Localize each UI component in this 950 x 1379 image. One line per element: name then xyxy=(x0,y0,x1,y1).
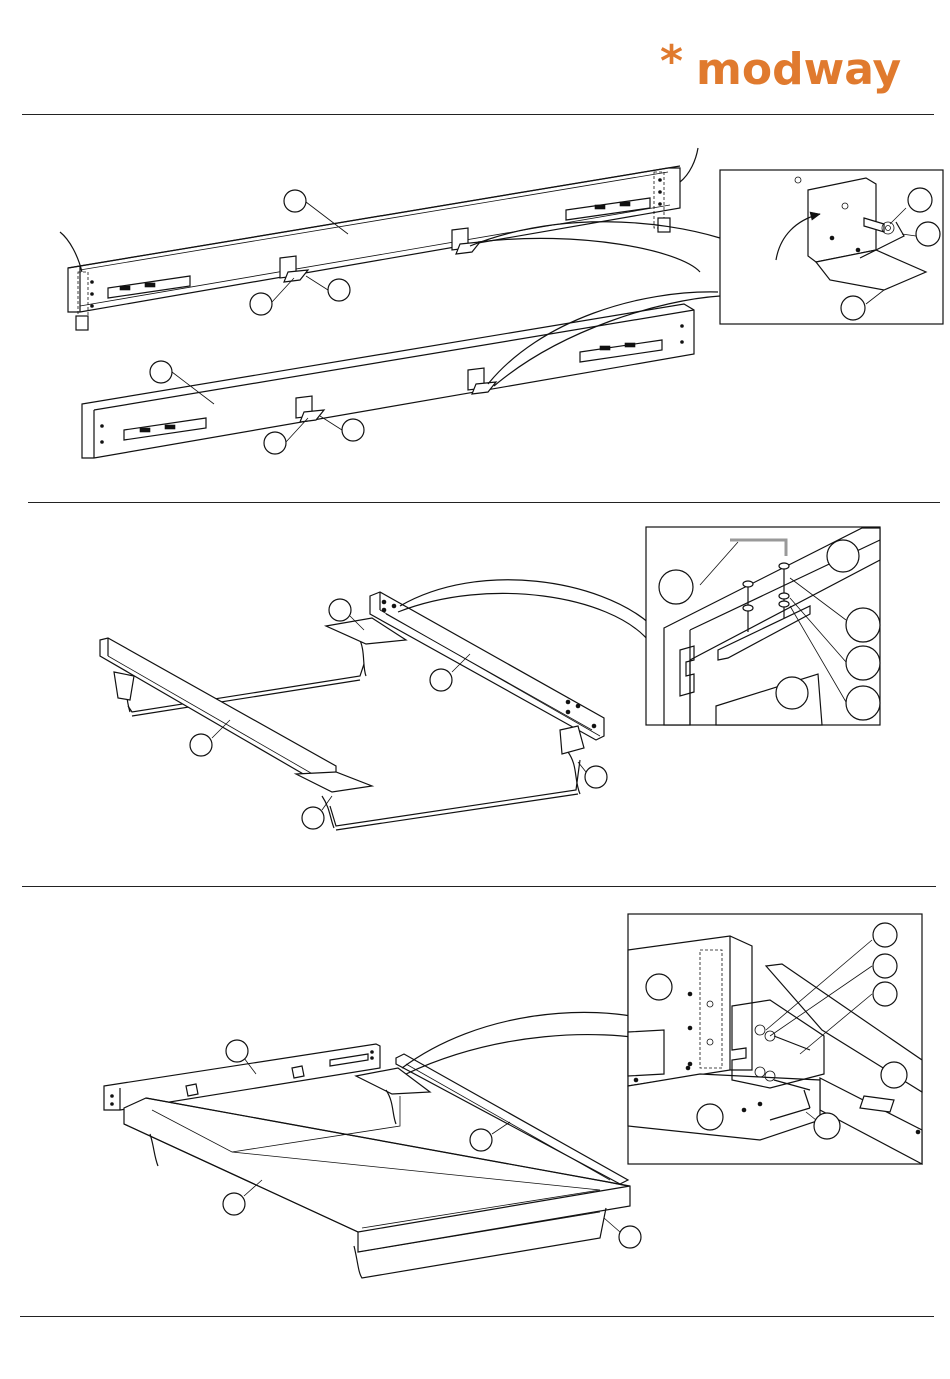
step-3-detail-inset xyxy=(628,914,922,1164)
section-divider-bottom xyxy=(20,1316,934,1317)
bed-frame-assembled xyxy=(104,1012,650,1278)
step-3-illustration xyxy=(0,0,950,1316)
assembly-step-3 xyxy=(0,0,950,1316)
